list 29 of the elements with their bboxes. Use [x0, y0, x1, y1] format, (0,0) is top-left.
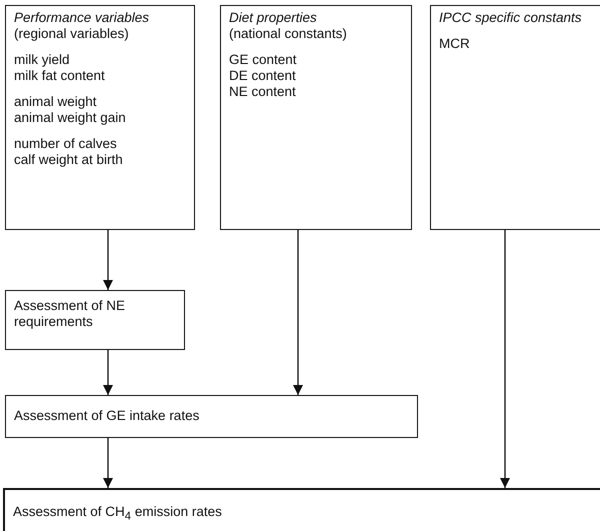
box-text: Assessment of NE requirements — [14, 298, 126, 330]
process-box — [5, 290, 185, 350]
box-text: Assessment of CH$_{4}$ emission rates — [13, 504, 223, 525]
box-heading: IPCC specific constants — [439, 10, 583, 26]
process-box — [430, 5, 600, 230]
box-heading: Performance variables — [14, 10, 150, 26]
arrow — [103, 230, 113, 290]
box-text: animal weight — [14, 94, 98, 110]
box-text: Assessment of GE intake rates — [14, 408, 200, 424]
box-text: milk yield — [14, 52, 71, 68]
box-text: calf weight at birth — [14, 152, 124, 168]
arrow — [293, 230, 303, 395]
process-box — [220, 5, 412, 230]
box-text: milk fat content — [14, 68, 106, 84]
box-text: (regional variables) — [14, 26, 130, 42]
process-box — [3, 488, 600, 531]
arrow — [500, 230, 510, 488]
box-text: NE content — [229, 84, 297, 100]
arrow — [103, 350, 113, 395]
box-text: MCR — [439, 36, 471, 52]
box-text: number of calves — [14, 136, 118, 152]
box-heading: Diet properties — [229, 10, 318, 26]
arrow — [103, 438, 113, 488]
box-text: animal weight gain — [14, 110, 127, 126]
process-box — [5, 395, 418, 438]
box-text: DE content — [229, 68, 297, 84]
box-text: GE content — [229, 52, 298, 68]
process-box — [5, 5, 195, 230]
box-text: (national constants) — [229, 26, 348, 42]
